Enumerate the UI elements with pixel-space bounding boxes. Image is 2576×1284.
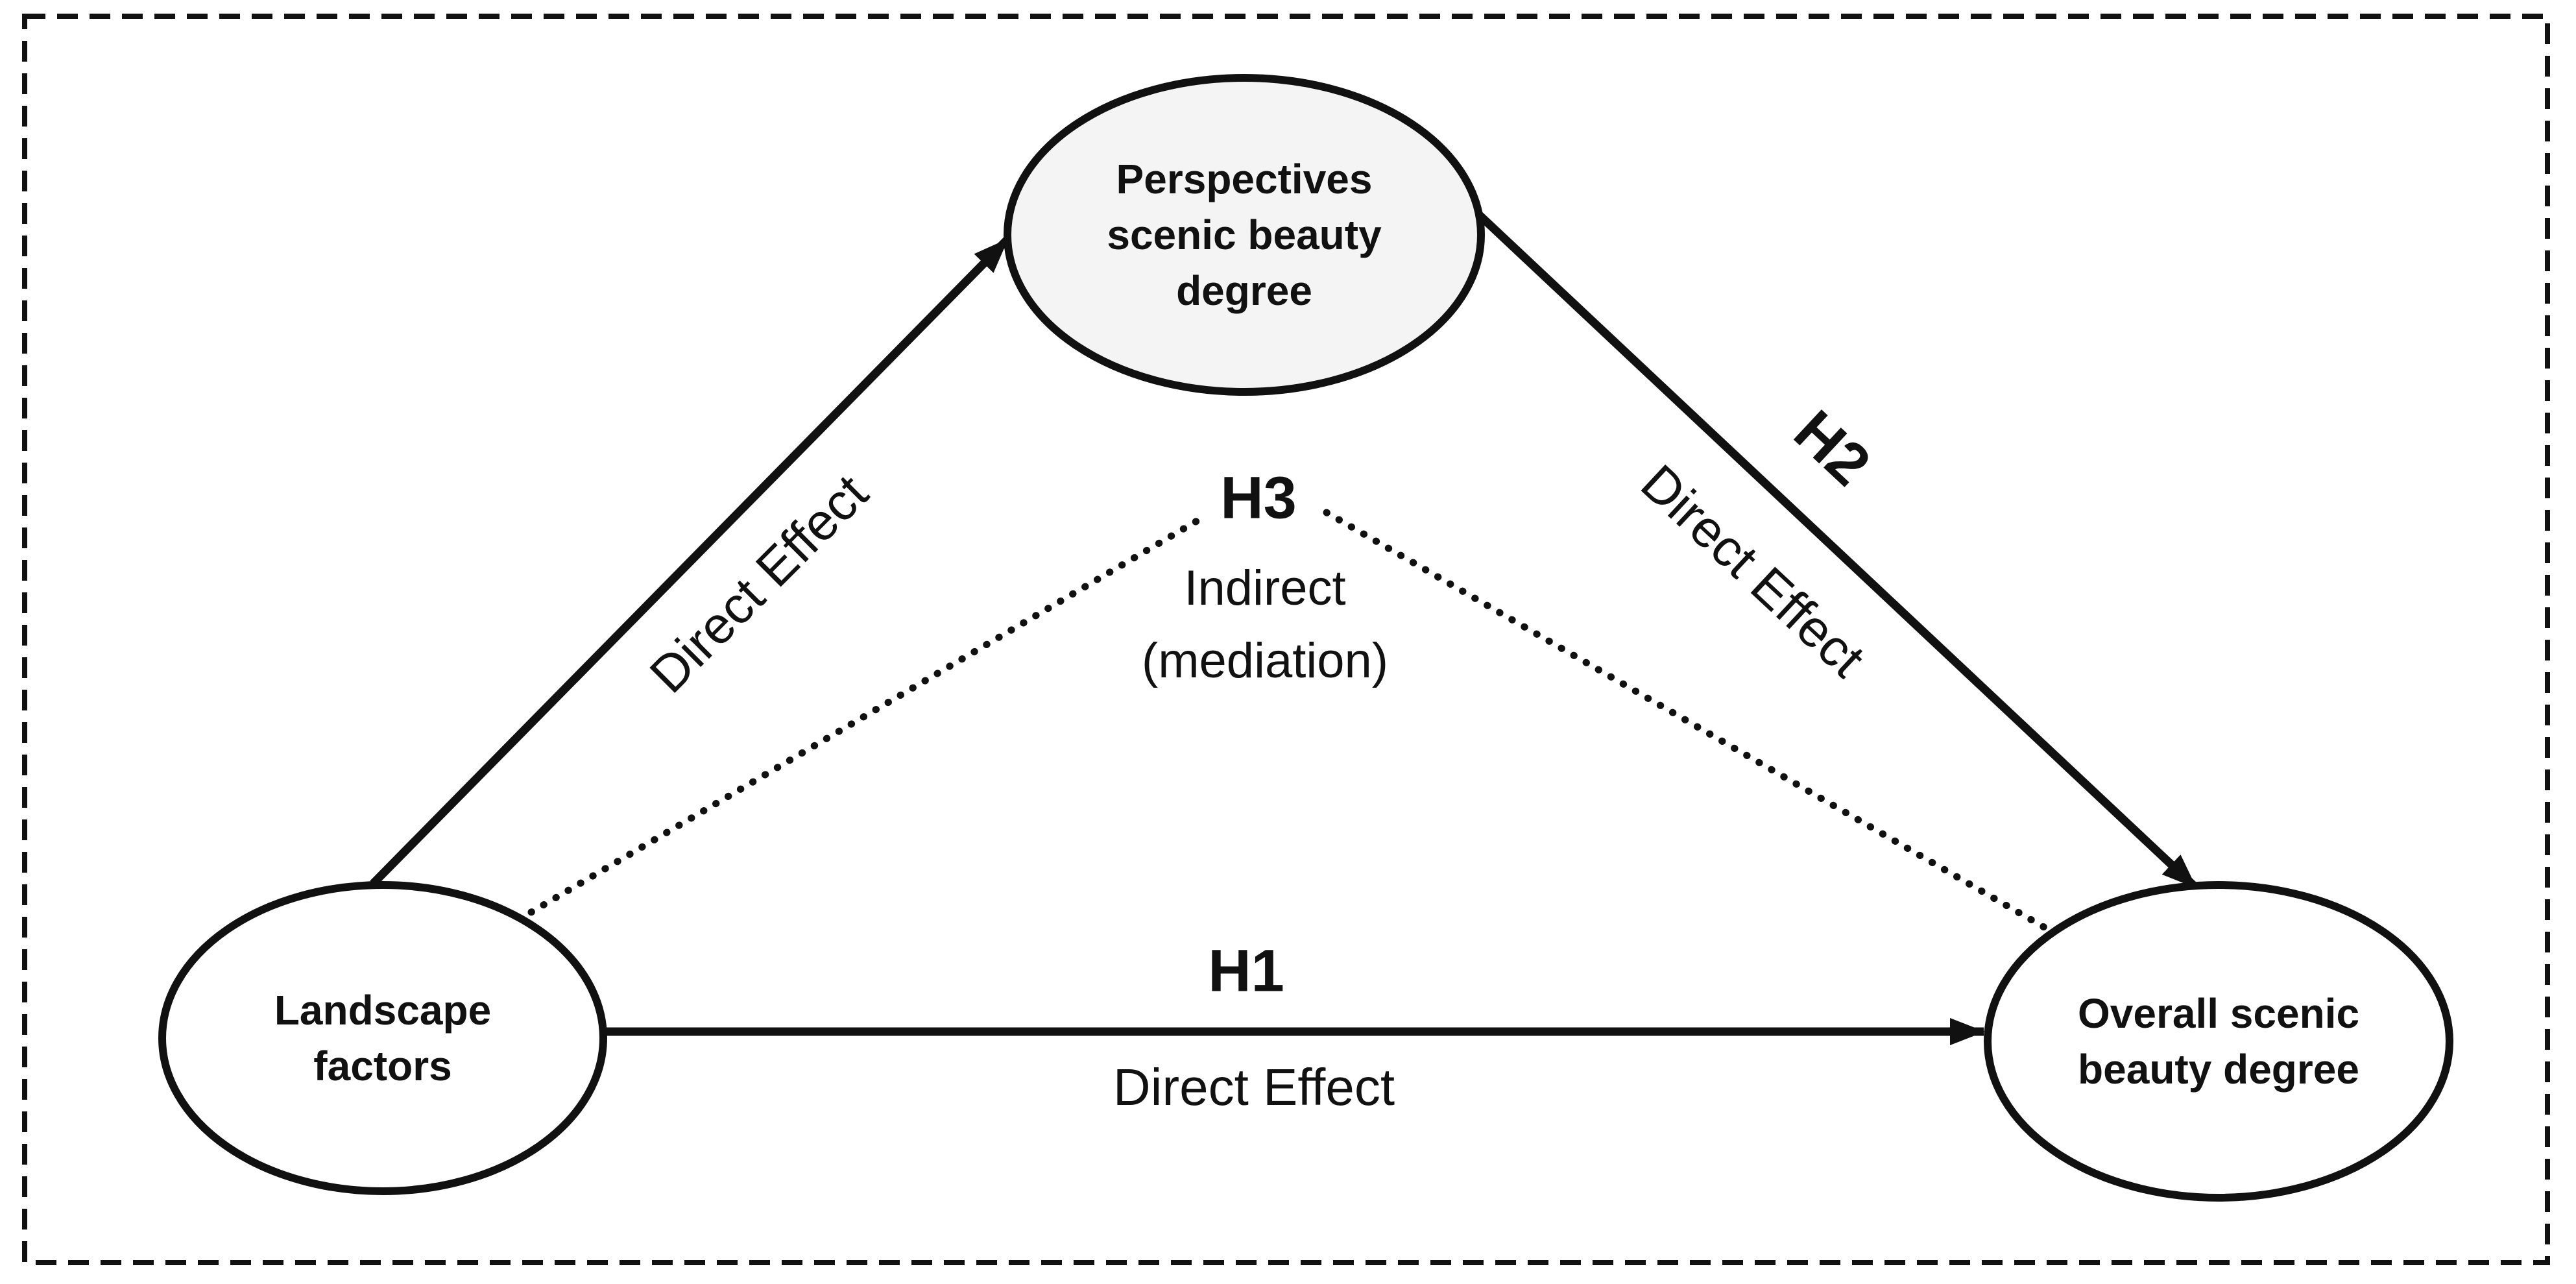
arrow-predictor-to-mediator — [370, 236, 1011, 887]
dotted-mediation-right — [1323, 509, 2060, 938]
node-predictor-label: Landscape factors — [274, 982, 491, 1094]
node-predictor-label-line1: Landscape — [274, 987, 492, 1034]
dotted-mediation-left — [515, 517, 1201, 923]
node-outcome-label: Overall scenic beauty degree — [2078, 986, 2359, 1097]
h1-id-label: H1 — [1208, 938, 1284, 1004]
node-mediator-ellipse — [1004, 74, 1485, 396]
h1-effect-label: Direct Effect — [1113, 1058, 1395, 1116]
h3-indirect-label-line1: Indirect — [1184, 561, 1346, 616]
node-predictor-label-line2: factors — [313, 1043, 452, 1089]
node-mediator-label: Perspectives scenic beauty degree — [1107, 151, 1381, 319]
h3-indirect-label: Indirect (mediation) — [1142, 552, 1388, 697]
node-mediator-label-line3: degree — [1176, 267, 1312, 314]
h3-indirect-label-line2: (mediation) — [1141, 633, 1389, 688]
h3-id-label: H3 — [1220, 465, 1297, 531]
node-mediator-label-line1: Perspectives — [1116, 156, 1373, 202]
node-mediator-label-line2: scenic beauty — [1107, 212, 1382, 258]
node-outcome-label-line1: Overall scenic — [2077, 990, 2360, 1037]
arrow-mediator-to-outcome — [1476, 212, 2199, 891]
figure-frame — [22, 14, 2550, 1265]
node-predictor-ellipse — [158, 881, 607, 1195]
node-outcome-ellipse — [1984, 881, 2453, 1202]
node-outcome-label-line2: beauty degree — [2078, 1046, 2359, 1093]
